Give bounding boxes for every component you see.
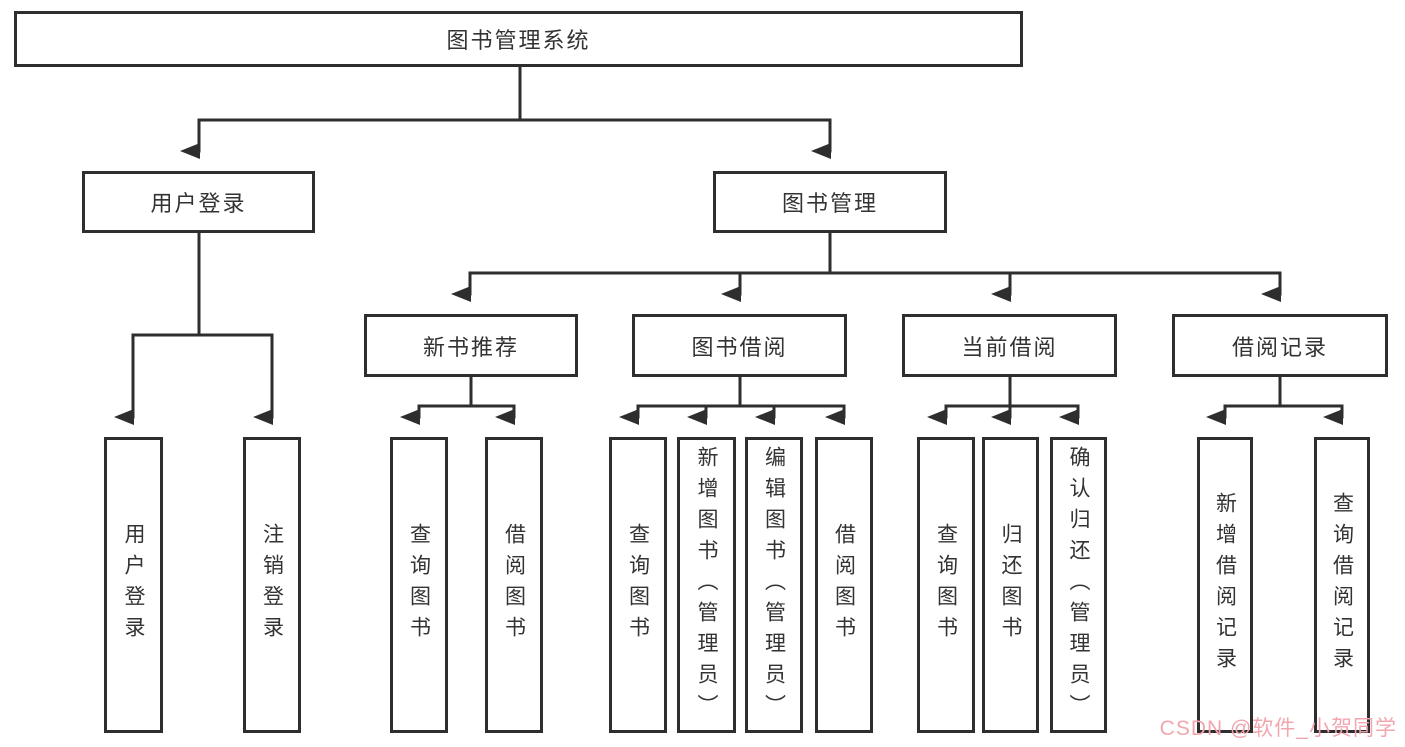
leaf-add-book-admin: 新增图书（管理员） xyxy=(677,437,736,733)
node-borrow-records: 借阅记录 xyxy=(1172,314,1388,377)
leaf-query-books-recommend: 查询图书 xyxy=(390,437,448,733)
node-user-login: 用户登录 xyxy=(82,171,315,233)
node-borrow-records-label: 借阅记录 xyxy=(1231,334,1328,360)
node-book-management-label: 图书管理 xyxy=(781,191,878,216)
leaf-query-borrow-record: 查询借阅记录 xyxy=(1314,437,1370,733)
leaf-query-books-borrow-label: 查询图书 xyxy=(626,523,650,647)
node-book-borrow: 图书借阅 xyxy=(632,314,847,377)
leaf-return-book-label: 归还图书 xyxy=(999,523,1022,647)
leaf-logout-label: 注销登录 xyxy=(260,523,284,647)
leaf-add-book-admin-label: 新增图书（管理员） xyxy=(695,445,718,725)
node-new-book-recommend-label: 新书推荐 xyxy=(422,334,519,360)
leaf-borrow-books-recommend-label: 借阅图书 xyxy=(502,523,526,647)
node-book-management: 图书管理 xyxy=(713,171,947,233)
node-new-book-recommend: 新书推荐 xyxy=(364,314,578,377)
leaf-user-login-label: 用户登录 xyxy=(122,523,145,647)
leaf-borrow-books-borrow-label: 借阅图书 xyxy=(832,523,856,647)
leaf-logout: 注销登录 xyxy=(243,437,301,733)
leaf-user-login: 用户登录 xyxy=(104,437,163,733)
leaf-query-books-borrow: 查询图书 xyxy=(609,437,667,733)
node-current-borrow-label: 当前借阅 xyxy=(961,334,1058,360)
leaf-confirm-return-admin-label: 确认归还（管理员） xyxy=(1067,445,1090,725)
node-root-label: 图书管理系统 xyxy=(446,28,591,53)
leaf-query-books-recommend-label: 查询图书 xyxy=(407,523,431,647)
leaf-query-books-current-label: 查询图书 xyxy=(934,523,958,647)
leaf-add-borrow-record-label: 新增借阅记录 xyxy=(1213,492,1237,678)
node-current-borrow: 当前借阅 xyxy=(902,314,1117,377)
node-root: 图书管理系统 xyxy=(14,11,1023,67)
leaf-add-borrow-record: 新增借阅记录 xyxy=(1197,437,1253,733)
leaf-edit-book-admin-label: 编辑图书（管理员） xyxy=(762,445,786,725)
leaf-return-book: 归还图书 xyxy=(982,437,1039,733)
leaf-query-books-current: 查询图书 xyxy=(917,437,975,733)
leaf-confirm-return-admin: 确认归还（管理员） xyxy=(1050,437,1107,733)
node-user-login-label: 用户登录 xyxy=(150,191,247,216)
leaf-borrow-books-borrow: 借阅图书 xyxy=(815,437,873,733)
leaf-edit-book-admin: 编辑图书（管理员） xyxy=(745,437,803,733)
leaf-query-borrow-record-label: 查询借阅记录 xyxy=(1330,492,1354,678)
watermark-text: CSDN @软件_小贺同学 xyxy=(1159,717,1397,740)
leaf-borrow-books-recommend: 借阅图书 xyxy=(485,437,543,733)
node-book-borrow-label: 图书借阅 xyxy=(691,334,788,360)
